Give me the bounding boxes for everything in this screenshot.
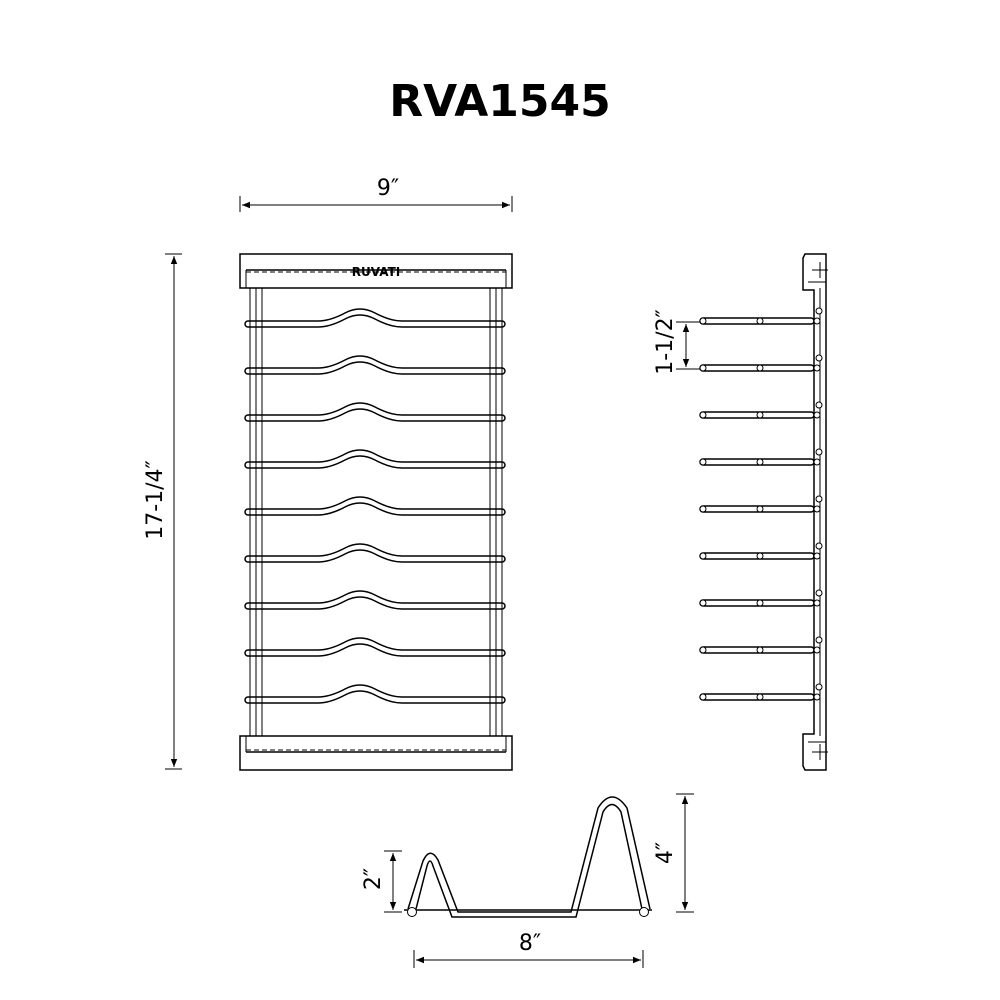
side-wire — [699, 354, 823, 372]
front-wire — [244, 308, 506, 328]
side-wire — [699, 401, 823, 419]
front-view: 9″ 17-1/4″ RUVATI — [143, 176, 513, 771]
front-wire — [244, 543, 506, 563]
side-wire — [699, 636, 823, 654]
end-view: 8″ 2″ 4″ — [361, 793, 694, 968]
side-wire — [699, 542, 823, 560]
side-wire — [699, 589, 823, 607]
spacing-dimension: 1-1/2″ — [653, 309, 700, 375]
base-length-label: 8″ — [519, 931, 541, 956]
top-bracket: RUVATI — [239, 253, 513, 289]
side-wire — [699, 307, 823, 325]
width-label: 9″ — [377, 176, 399, 201]
front-wire — [244, 449, 506, 469]
product-title: RVA1545 — [389, 76, 610, 127]
front-wire — [244, 402, 506, 422]
spacing-label: 1-1/2″ — [653, 309, 678, 375]
front-wire — [244, 590, 506, 610]
short-height-label: 2″ — [361, 868, 386, 890]
end-profile — [404, 796, 652, 918]
front-wires — [244, 308, 506, 704]
side-wires — [699, 307, 823, 701]
front-wire — [244, 496, 506, 516]
front-wire — [244, 355, 506, 375]
side-wire — [699, 495, 823, 513]
bottom-bracket — [239, 735, 513, 771]
brand-logo: RUVATI — [352, 265, 400, 279]
side-wire — [699, 448, 823, 466]
height-label: 17-1/4″ — [143, 460, 168, 540]
front-wire — [244, 637, 506, 657]
height-dimension: 17-1/4″ — [143, 253, 182, 770]
base-length-dimension: 8″ — [413, 931, 644, 968]
width-dimension: 9″ — [239, 176, 513, 212]
side-wire — [699, 683, 823, 701]
side-bracket — [802, 253, 828, 771]
short-height-dimension: 2″ — [361, 850, 402, 913]
tall-height-label: 4″ — [653, 842, 678, 864]
tall-height-dimension: 4″ — [653, 793, 694, 913]
side-rails — [249, 287, 503, 737]
front-wire — [244, 684, 506, 704]
side-view: 1-1/2″ — [653, 253, 828, 771]
